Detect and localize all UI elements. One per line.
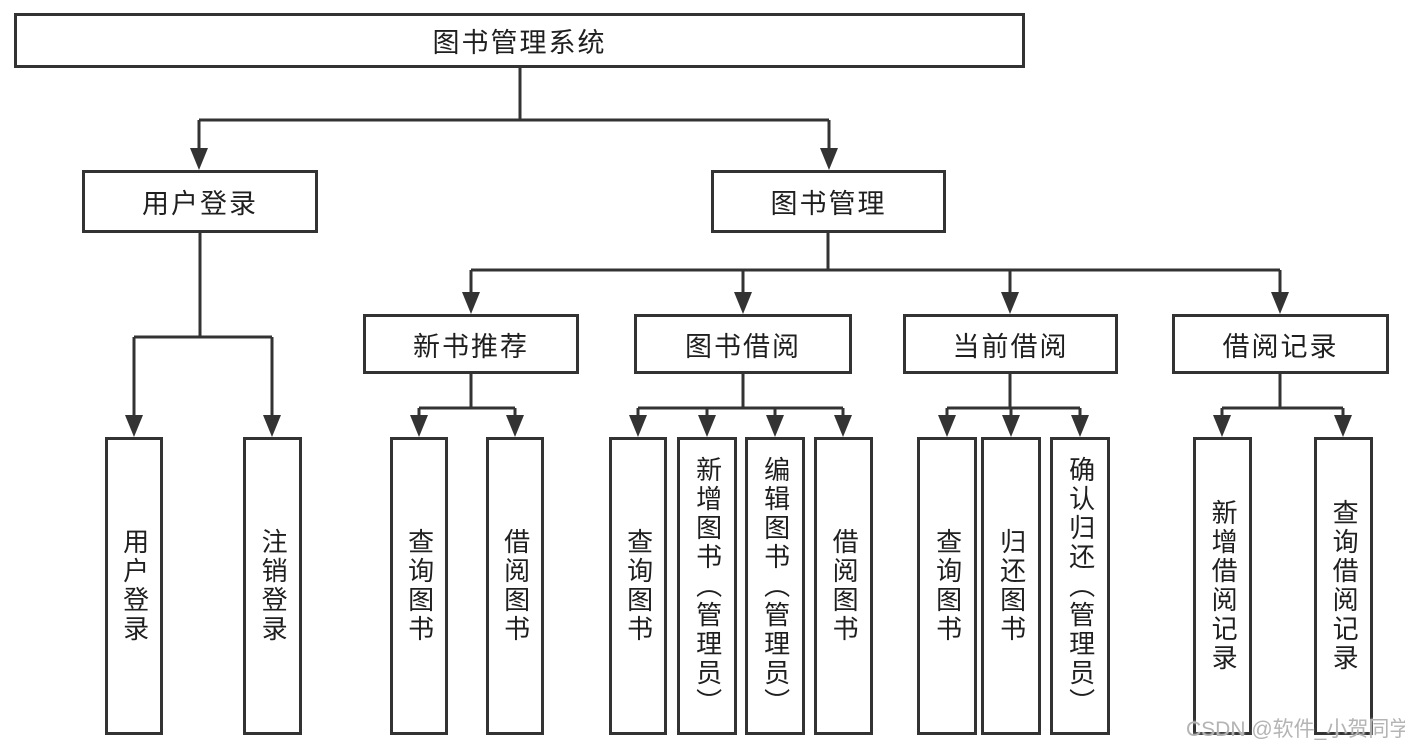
node-borrow-records-label: 借阅记录 bbox=[1222, 331, 1339, 362]
leaf-add-borrow-record: 新增借阅记录 bbox=[1193, 437, 1252, 735]
arrow-head-icon bbox=[834, 415, 852, 437]
arrow-head-icon bbox=[263, 415, 281, 437]
leaf-add-borrow-record-label: 新增借阅记录 bbox=[1208, 499, 1239, 673]
leaf-recommend-borrow-books-label: 借阅图书 bbox=[500, 528, 531, 644]
node-current-borrow-label: 当前借阅 bbox=[952, 331, 1069, 362]
csdn-watermark: CSDN @软件_小贺同学 bbox=[1186, 718, 1405, 741]
leaf-logout: 注销登录 bbox=[243, 437, 302, 735]
leaf-add-books-admin: 新增图书（管理员） bbox=[677, 437, 737, 735]
leaf-user-login: 用户登录 bbox=[105, 437, 163, 735]
arrow-head-icon bbox=[1071, 415, 1089, 437]
node-book-management: 图书管理 bbox=[711, 170, 946, 233]
node-user-login-label: 用户登录 bbox=[142, 189, 258, 219]
leaf-add-books-admin-label: 新增图书（管理员） bbox=[692, 455, 723, 717]
arrow-head-icon bbox=[462, 292, 480, 314]
leaf-recommend-query-books-label: 查询图书 bbox=[404, 528, 435, 644]
leaf-recommend-borrow-books: 借阅图书 bbox=[486, 437, 544, 735]
leaf-recommend-query-books: 查询图书 bbox=[390, 437, 448, 735]
node-new-book-recommend: 新书推荐 bbox=[363, 314, 579, 374]
leaf-borrow-books: 借阅图书 bbox=[814, 437, 873, 735]
arrow-head-icon bbox=[410, 415, 428, 437]
leaf-borrow-query-books: 查询图书 bbox=[609, 437, 667, 735]
node-book-borrow-label: 图书借阅 bbox=[685, 331, 801, 362]
node-book-management-label: 图书管理 bbox=[770, 189, 887, 219]
arrow-head-icon bbox=[190, 148, 208, 170]
leaf-return-books-label: 归还图书 bbox=[996, 528, 1027, 644]
leaf-return-books: 归还图书 bbox=[981, 437, 1041, 735]
node-current-borrow: 当前借阅 bbox=[903, 314, 1118, 374]
leaf-query-borrow-record-label: 查询借阅记录 bbox=[1329, 499, 1360, 673]
leaf-confirm-return-admin: 确认归还（管理员） bbox=[1050, 437, 1110, 735]
leaf-current-query-books: 查询图书 bbox=[917, 437, 977, 735]
arrow-head-icon bbox=[1334, 415, 1352, 437]
arrow-head-icon bbox=[1002, 415, 1020, 437]
arrow-head-icon bbox=[125, 415, 143, 437]
node-borrow-records: 借阅记录 bbox=[1172, 314, 1389, 374]
arrow-head-icon bbox=[766, 415, 784, 437]
leaf-query-borrow-record: 查询借阅记录 bbox=[1314, 437, 1373, 735]
arrow-head-icon bbox=[1271, 292, 1289, 314]
node-user-login: 用户登录 bbox=[82, 170, 318, 233]
leaf-edit-books-admin: 编辑图书（管理员） bbox=[745, 437, 805, 735]
arrow-head-icon bbox=[698, 415, 716, 437]
arrow-head-icon bbox=[506, 415, 524, 437]
leaf-current-query-books-label: 查询图书 bbox=[932, 528, 963, 644]
leaf-borrow-query-books-label: 查询图书 bbox=[623, 528, 654, 644]
arrow-head-icon bbox=[1001, 292, 1019, 314]
leaf-confirm-return-admin-label: 确认归还（管理员） bbox=[1065, 455, 1096, 717]
leaf-borrow-books-label: 借阅图书 bbox=[829, 528, 860, 644]
node-new-book-recommend-label: 新书推荐 bbox=[413, 331, 529, 362]
arrow-head-icon bbox=[629, 415, 647, 437]
node-root-system-label: 图书管理系统 bbox=[432, 28, 607, 58]
leaf-edit-books-admin-label: 编辑图书（管理员） bbox=[760, 455, 791, 717]
arrow-head-icon bbox=[1213, 415, 1231, 437]
node-root-system: 图书管理系统 bbox=[14, 13, 1025, 68]
arrow-head-icon bbox=[734, 292, 752, 314]
leaf-user-login-label: 用户登录 bbox=[119, 528, 150, 644]
leaf-logout-label: 注销登录 bbox=[258, 528, 289, 644]
arrow-head-icon bbox=[820, 148, 838, 170]
node-book-borrow: 图书借阅 bbox=[634, 314, 852, 374]
arrow-head-icon bbox=[938, 415, 956, 437]
